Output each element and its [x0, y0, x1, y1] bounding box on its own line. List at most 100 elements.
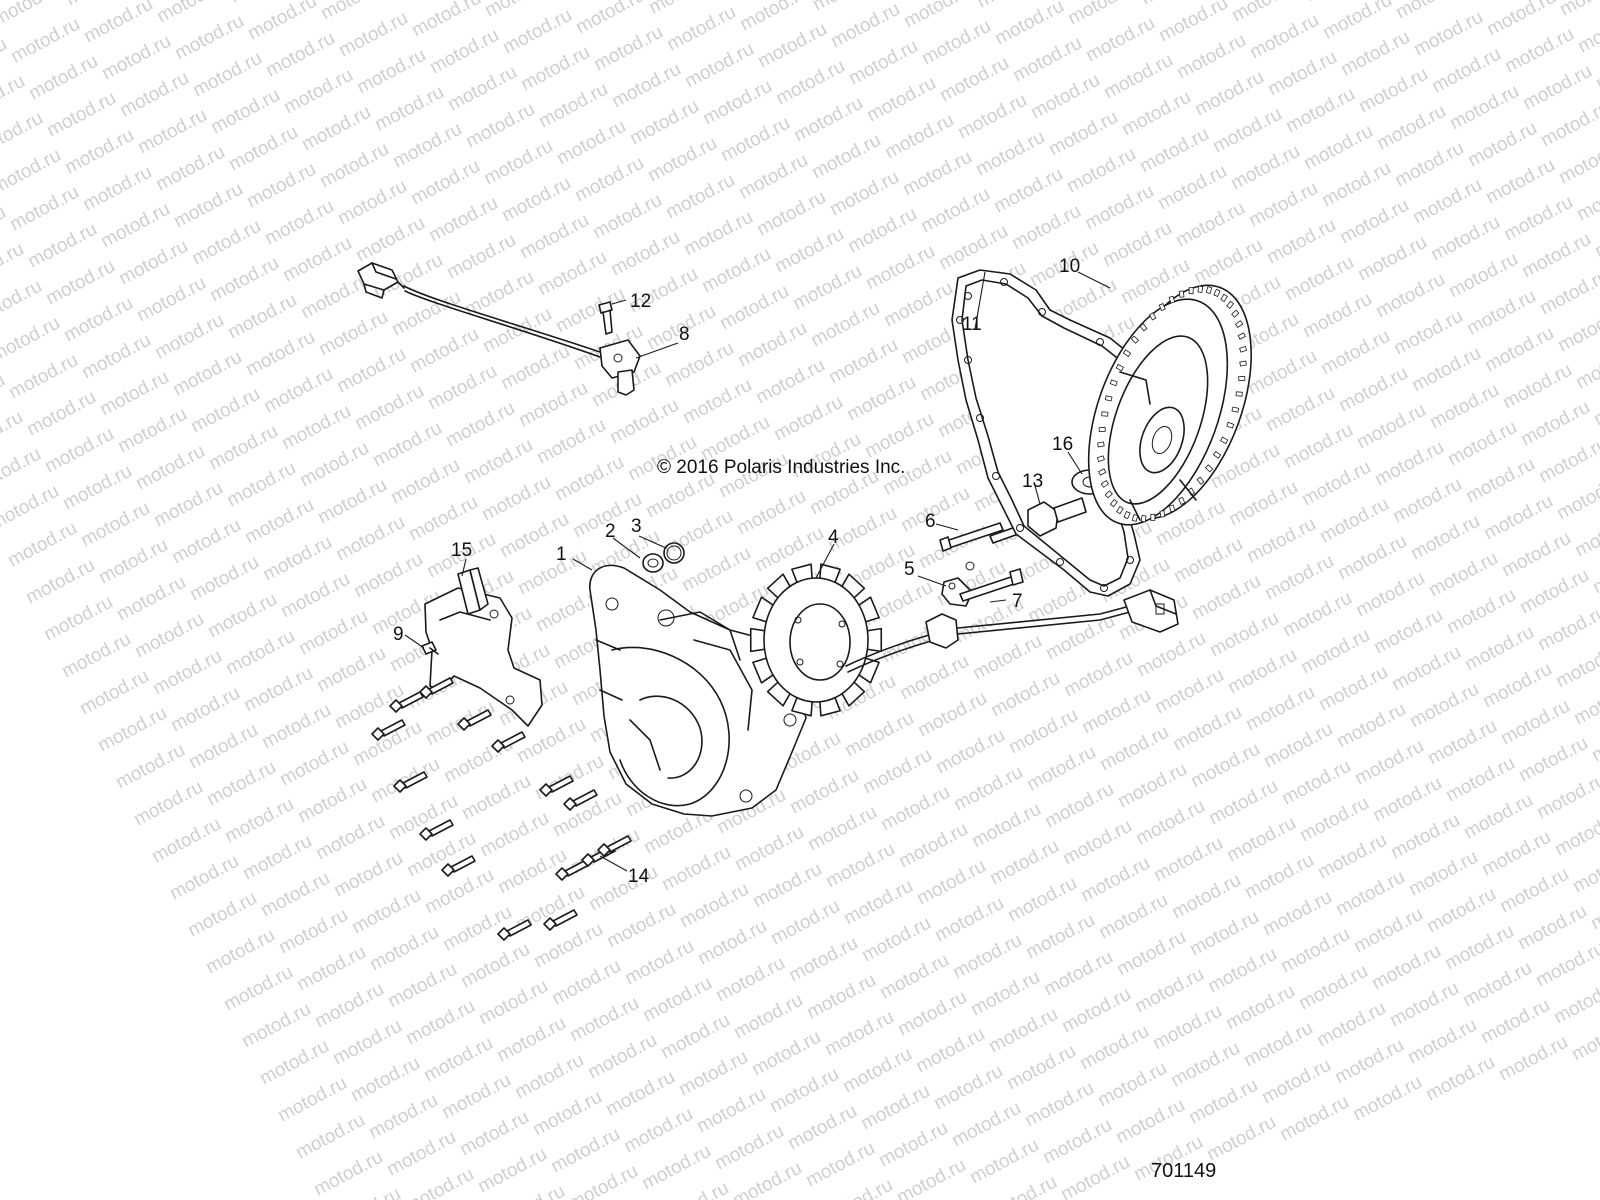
gasket-hole	[964, 292, 972, 300]
watermark-text: motod.ru	[1023, 742, 1099, 796]
watermark-text: motod.ru	[1225, 477, 1301, 531]
ring-gear-tooth	[1231, 309, 1240, 318]
watermark-text: motod.ru	[352, 213, 428, 267]
part-9-screw	[421, 641, 439, 655]
watermark-text: motod.ru	[1078, 685, 1154, 739]
watermark-text: motod.ru	[43, 88, 119, 142]
ring-gear-tooth	[1239, 345, 1248, 353]
watermark-text: motod.ru	[131, 609, 207, 663]
watermark-text: motod.ru	[862, 241, 938, 295]
watermark-text: motod.ru	[298, 102, 374, 156]
watermark-text: motod.ru	[1479, 659, 1555, 713]
watermark-text: motod.ru	[206, 253, 282, 307]
callout-9: 9	[393, 624, 404, 645]
watermark-text: motod.ru	[42, 256, 118, 310]
watermark-text: motod.ru	[1261, 551, 1337, 605]
watermark-text: motod.ru	[730, 990, 806, 1044]
watermark-text: motod.ru	[880, 278, 956, 332]
watermark-text: motod.ru	[1537, 98, 1600, 152]
watermark-text: motod.ru	[803, 970, 879, 1024]
watermark-text: motod.ru	[168, 515, 244, 569]
watermark-text: motod.ru	[166, 851, 242, 905]
watermark-text: motod.ru	[1498, 528, 1574, 582]
watermark-text: motod.ru	[223, 458, 299, 512]
ring-gear-tooth	[1168, 504, 1176, 513]
watermark-text: motod.ru	[1190, 235, 1266, 289]
watermark-text: motod.ru	[621, 936, 697, 990]
watermark-text: motod.ru	[1279, 588, 1355, 642]
watermark-text: motod.ru	[845, 36, 921, 90]
watermark-text: motod.ru	[279, 233, 355, 287]
watermark-text: motod.ru	[753, 187, 829, 241]
watermark-text: motod.ru	[589, 190, 665, 244]
watermark-text: motod.ru	[458, 771, 534, 825]
watermark-text: motod.ru	[188, 216, 264, 270]
watermark-text: motod.ru	[348, 885, 424, 939]
watermark-text: motod.ru	[954, 90, 1030, 144]
leader-lines	[404, 271, 1111, 872]
watermark-text: motod.ru	[1459, 958, 1535, 1012]
watermark-text: motod.ru	[1204, 944, 1280, 998]
watermark-text: motod.ru	[498, 173, 574, 227]
watermark-text: motod.ru	[1131, 964, 1207, 1018]
watermark-text: motod.ru	[280, 65, 356, 119]
watermark-text: motod.ru	[716, 281, 792, 335]
watermark-text: motod.ru	[894, 987, 970, 1041]
watermark-text: motod.ru	[1386, 978, 1462, 1032]
watermark-text: motod.ru	[277, 569, 353, 623]
watermark-text: motod.ru	[1173, 30, 1249, 84]
watermark-text: motod.ru	[1446, 81, 1522, 135]
watermark-text: motod.ru	[733, 486, 809, 540]
watermark-text: motod.ru	[202, 925, 278, 979]
watermark-text: motod.ru	[1371, 437, 1447, 491]
watermark-text: motod.ru	[694, 916, 770, 970]
watermark-text: motod.ru	[1480, 491, 1556, 545]
watermark-text: motod.ru	[529, 1087, 605, 1141]
ring-gear-tooth	[1139, 323, 1148, 332]
watermark-text: motod.ru	[1316, 494, 1392, 548]
watermark-text: motod.ru	[967, 967, 1043, 1021]
watermark-text: motod.ru	[1404, 1015, 1480, 1069]
watermark-text: motod.ru	[1427, 212, 1503, 266]
watermark-text: motod.ru	[772, 56, 848, 110]
watermark-text: motod.ru	[479, 304, 555, 358]
watermark-text: motod.ru	[493, 1013, 569, 1067]
watermark-text: motod.ru	[278, 401, 354, 455]
ring-gear-tooth	[1109, 499, 1118, 508]
watermark-text: motod.ru	[132, 441, 208, 495]
ring-gear-tooth	[1213, 288, 1221, 298]
watermark-text: motod.ru	[1481, 323, 1557, 377]
watermark-text: motod.ru	[547, 1124, 623, 1178]
watermark-text: motod.ru	[857, 1081, 933, 1135]
ring-gear-tooth	[1096, 455, 1105, 463]
watermark-text: motod.ru	[1337, 27, 1413, 81]
watermark-text: motod.ru	[877, 782, 953, 836]
watermark-text: motod.ru	[804, 802, 880, 856]
watermark-text: motod.ru	[679, 375, 755, 429]
watermark-text: motod.ru	[295, 606, 371, 660]
watermark-text: motod.ru	[79, 162, 155, 216]
watermark-text: motod.ru	[785, 933, 861, 987]
watermark-text: motod.ru	[220, 962, 296, 1016]
watermark-text: motod.ru	[40, 592, 116, 646]
watermark-text: motod.ru	[335, 8, 411, 62]
watermark-text: motod.ru	[789, 261, 865, 315]
watermark-text: motod.ru	[22, 555, 98, 609]
watermark-text: motod.ru	[1224, 645, 1300, 699]
watermark-text: motod.ru	[1532, 938, 1600, 992]
watermark-text: motod.ru	[639, 973, 715, 1027]
watermark-text: motod.ru	[1428, 44, 1504, 98]
watermark-text: motod.ru	[150, 478, 226, 532]
watermark-text: motod.ru	[239, 831, 315, 885]
watermark-text: motod.ru	[917, 184, 993, 238]
watermark-text: motod.ru	[808, 130, 884, 184]
watermark-text: motod.ru	[1005, 705, 1081, 759]
watermark-text: motod.ru	[170, 179, 246, 233]
watermark-text: motod.ru	[1040, 947, 1116, 1001]
watermark-text: motod.ru	[1209, 104, 1285, 158]
ring-gear-tooth	[1101, 411, 1109, 417]
watermark-text: motod.ru	[186, 552, 262, 606]
watermark-text: motod.ru	[1149, 1001, 1225, 1055]
watermark-text: motod.ru	[1242, 682, 1318, 736]
watermark-text: motod.ru	[822, 839, 898, 893]
